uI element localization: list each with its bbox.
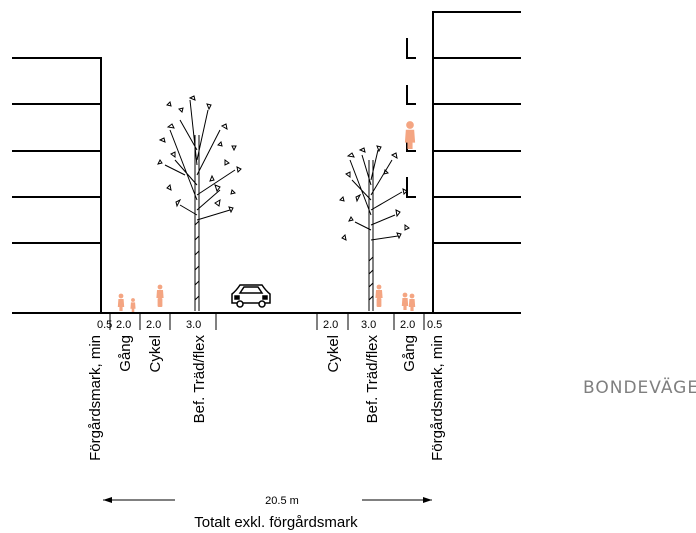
pedestrian-icon xyxy=(401,292,409,310)
zone-width-cykel-right: 2.0 xyxy=(323,319,338,331)
tree-icon xyxy=(339,145,410,311)
zone-label-forgardsmark-right: Förgårdsmark, min xyxy=(429,335,446,461)
tree-icon xyxy=(157,95,242,311)
zone-label-forgardsmark-left: Förgårdsmark, min xyxy=(87,335,104,461)
zone-width-cykel-left: 2.0 xyxy=(146,319,161,331)
pedestrian-icon xyxy=(130,298,136,312)
zone-dividers xyxy=(109,313,425,330)
total-width-caption: Totalt exkl. förgårdsmark xyxy=(194,514,358,531)
street-name: BONDEVÄGEN xyxy=(583,378,696,398)
total-dimension: 20.5 m Totalt exkl. förgårdsmark xyxy=(103,495,432,531)
zone-width-gang-left: 2.0 xyxy=(116,319,131,331)
zone-label-trad-left: Bef. Träd/flex xyxy=(191,335,208,424)
zone-width-gang-right: 2.0 xyxy=(400,319,415,331)
zone-width-forgardsmark-left: 0.5 xyxy=(97,319,112,331)
cyclist-icon xyxy=(375,284,383,307)
pedestrian-icon xyxy=(408,293,416,311)
left-building xyxy=(12,57,102,313)
total-width-value: 20.5 m xyxy=(265,495,299,507)
zone-label-cykel-right: Cykel xyxy=(325,335,342,373)
right-building xyxy=(406,11,521,313)
car-icon xyxy=(231,284,271,308)
zone-label-gang-right: Gång xyxy=(401,335,418,372)
zone-width-trad-left: 3.0 xyxy=(186,319,201,331)
balconies xyxy=(406,38,416,198)
zone-width-trad-right: 3.0 xyxy=(361,319,376,331)
zone-label-gang-left: Gång xyxy=(117,335,134,372)
zone-width-forgardsmark-right: 0.5 xyxy=(427,319,442,331)
zone-label-trad-right: Bef. Träd/flex xyxy=(364,335,381,424)
pedestrian-icon xyxy=(117,293,125,311)
zone-label-cykel-left: Cykel xyxy=(147,335,164,373)
cyclist-icon xyxy=(156,284,164,307)
